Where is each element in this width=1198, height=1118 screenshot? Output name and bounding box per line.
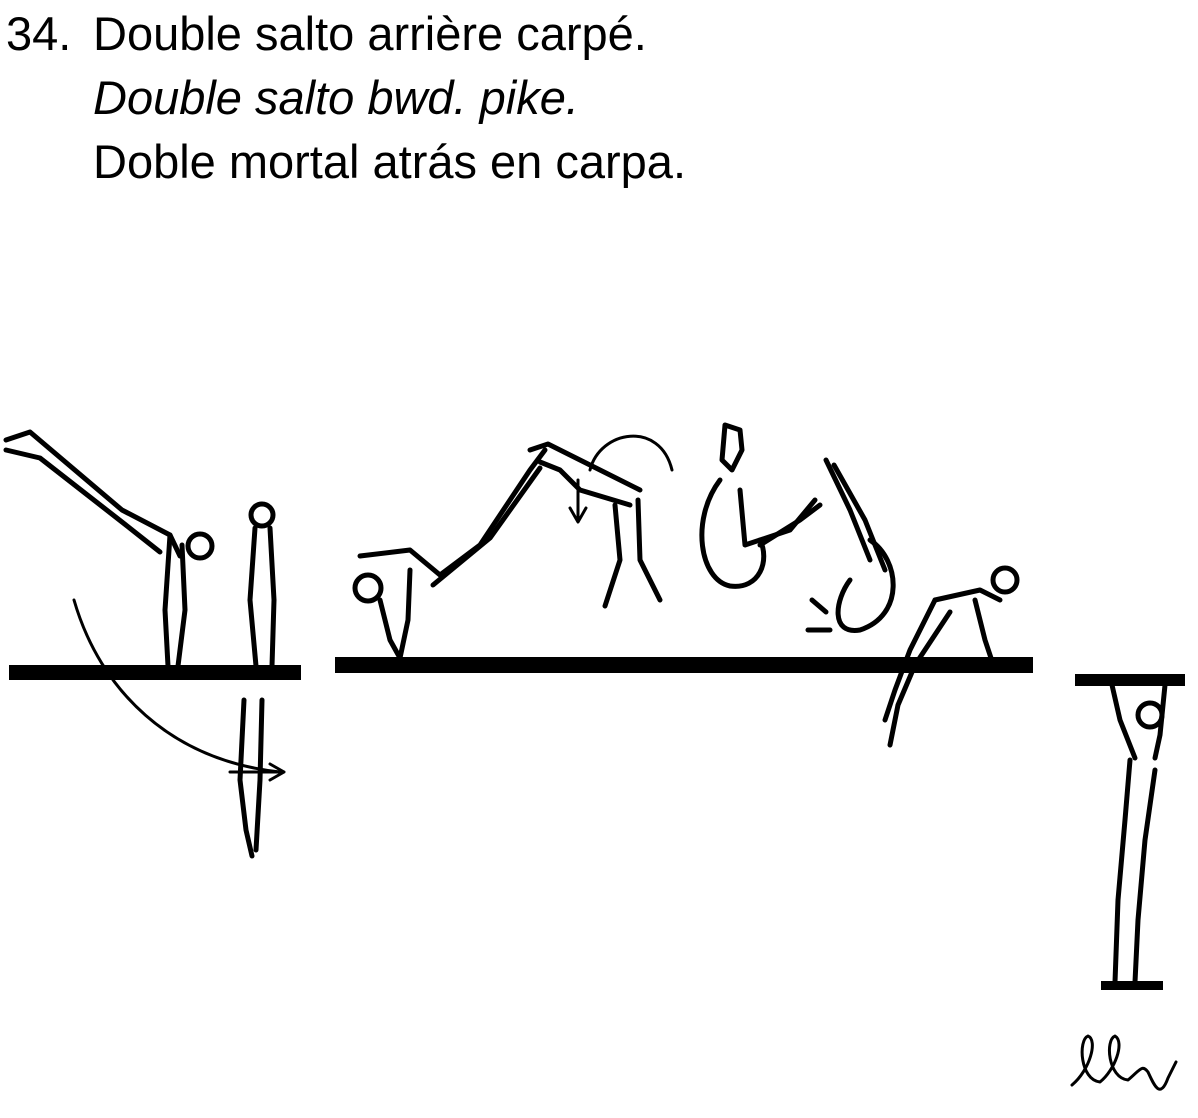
figure-salto-tucked xyxy=(699,422,823,589)
bar-middle xyxy=(335,657,1033,673)
figure-standing-start xyxy=(72,501,286,859)
figure-straddle-support xyxy=(3,429,215,669)
element-name-french: Double salto arrière carpé. xyxy=(93,7,647,60)
bar-left xyxy=(9,665,301,680)
figure-bent-support xyxy=(352,447,548,661)
landing-mat xyxy=(1101,981,1163,990)
signature-mark xyxy=(1070,1034,1178,1091)
figure-hang-below-bar xyxy=(1109,682,1168,985)
bar-right xyxy=(1075,674,1185,686)
figure-pike-rotation xyxy=(805,457,896,633)
element-number: 34. xyxy=(6,7,72,60)
figure-pike-release xyxy=(527,434,674,609)
element-name-spanish: Doble mortal atrás en carpa. xyxy=(93,135,687,188)
element-name-english: Double salto bwd. pike. xyxy=(93,71,579,124)
element-caption: 34. Double salto arrière carpé. Double s… xyxy=(0,0,1198,200)
figure-front-support xyxy=(882,565,1020,748)
